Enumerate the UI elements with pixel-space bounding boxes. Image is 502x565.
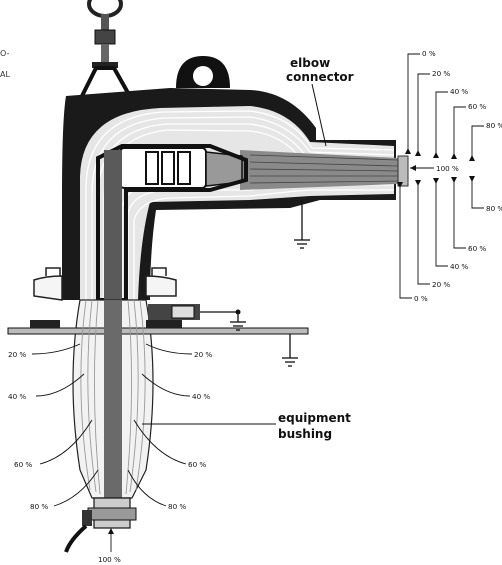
scale-label: 60 % <box>14 460 32 469</box>
ground-symbol <box>230 312 246 331</box>
scale-label: 40 % <box>450 262 468 271</box>
scale-label: 40 % <box>192 392 210 401</box>
elbow-callout-leader <box>311 83 327 147</box>
scale-label: 100 % <box>436 164 459 173</box>
left-scale-labels: 20 % 40 % 60 % 80 % <box>8 350 48 511</box>
scale-label: 20 % <box>194 350 212 359</box>
lifting-eye <box>78 0 134 101</box>
scale-label: 80 % <box>168 502 186 511</box>
right-bushing-labels: 20 % 40 % 60 % 80 % <box>168 350 212 511</box>
scale-label: 60 % <box>188 460 206 469</box>
cable-conductor <box>240 150 409 190</box>
scale-label: 100 % <box>98 555 121 564</box>
tank-wall <box>7 320 309 335</box>
scale-label: 40 % <box>450 87 468 96</box>
scale-label: 80 % <box>30 502 48 511</box>
bottom-terminal <box>64 497 137 553</box>
scale-label: 60 % <box>468 102 486 111</box>
bushing-flange <box>33 267 177 301</box>
scale-label: 20 % <box>432 280 450 289</box>
scale-label: 60 % <box>468 244 486 253</box>
equipment-bushing-label-1: equipment <box>278 411 351 425</box>
scale-label: 20 % <box>8 350 26 359</box>
scale-label: 40 % <box>8 392 26 401</box>
scale-label: 20 % <box>432 69 450 78</box>
right-scale-leaders <box>399 53 484 299</box>
elbow-connector-label-2: connector <box>286 70 354 84</box>
bushing-conductor <box>104 300 122 498</box>
compression-lug <box>119 147 243 189</box>
scale-label: 0 % <box>422 49 436 58</box>
scale-label: 0 % <box>414 294 428 303</box>
right-scale-labels: 0 % 20 % 40 % 60 % 80 % 100 % 80 % 60 % … <box>414 49 502 303</box>
left-scale-leaders <box>31 343 99 507</box>
grounding-eye <box>176 56 230 88</box>
ground-symbol <box>294 200 310 249</box>
right-scale-arrows <box>397 148 475 188</box>
elbow-connector-label-1: elbow <box>290 56 330 70</box>
scale-label: 80 % <box>486 204 502 213</box>
corner-text-2: AL <box>0 70 10 79</box>
corner-text-1: O- <box>0 49 10 58</box>
probe-stud <box>104 150 122 300</box>
scale-label: 80 % <box>486 121 502 130</box>
bottom-scale: 100 % <box>98 528 121 564</box>
bushing-field-lines <box>80 299 146 495</box>
right-bushing-leaders <box>127 343 193 507</box>
ground-symbol <box>282 334 298 367</box>
locking-bolt <box>148 304 241 320</box>
equipment-bushing-label-2: bushing <box>278 427 332 441</box>
